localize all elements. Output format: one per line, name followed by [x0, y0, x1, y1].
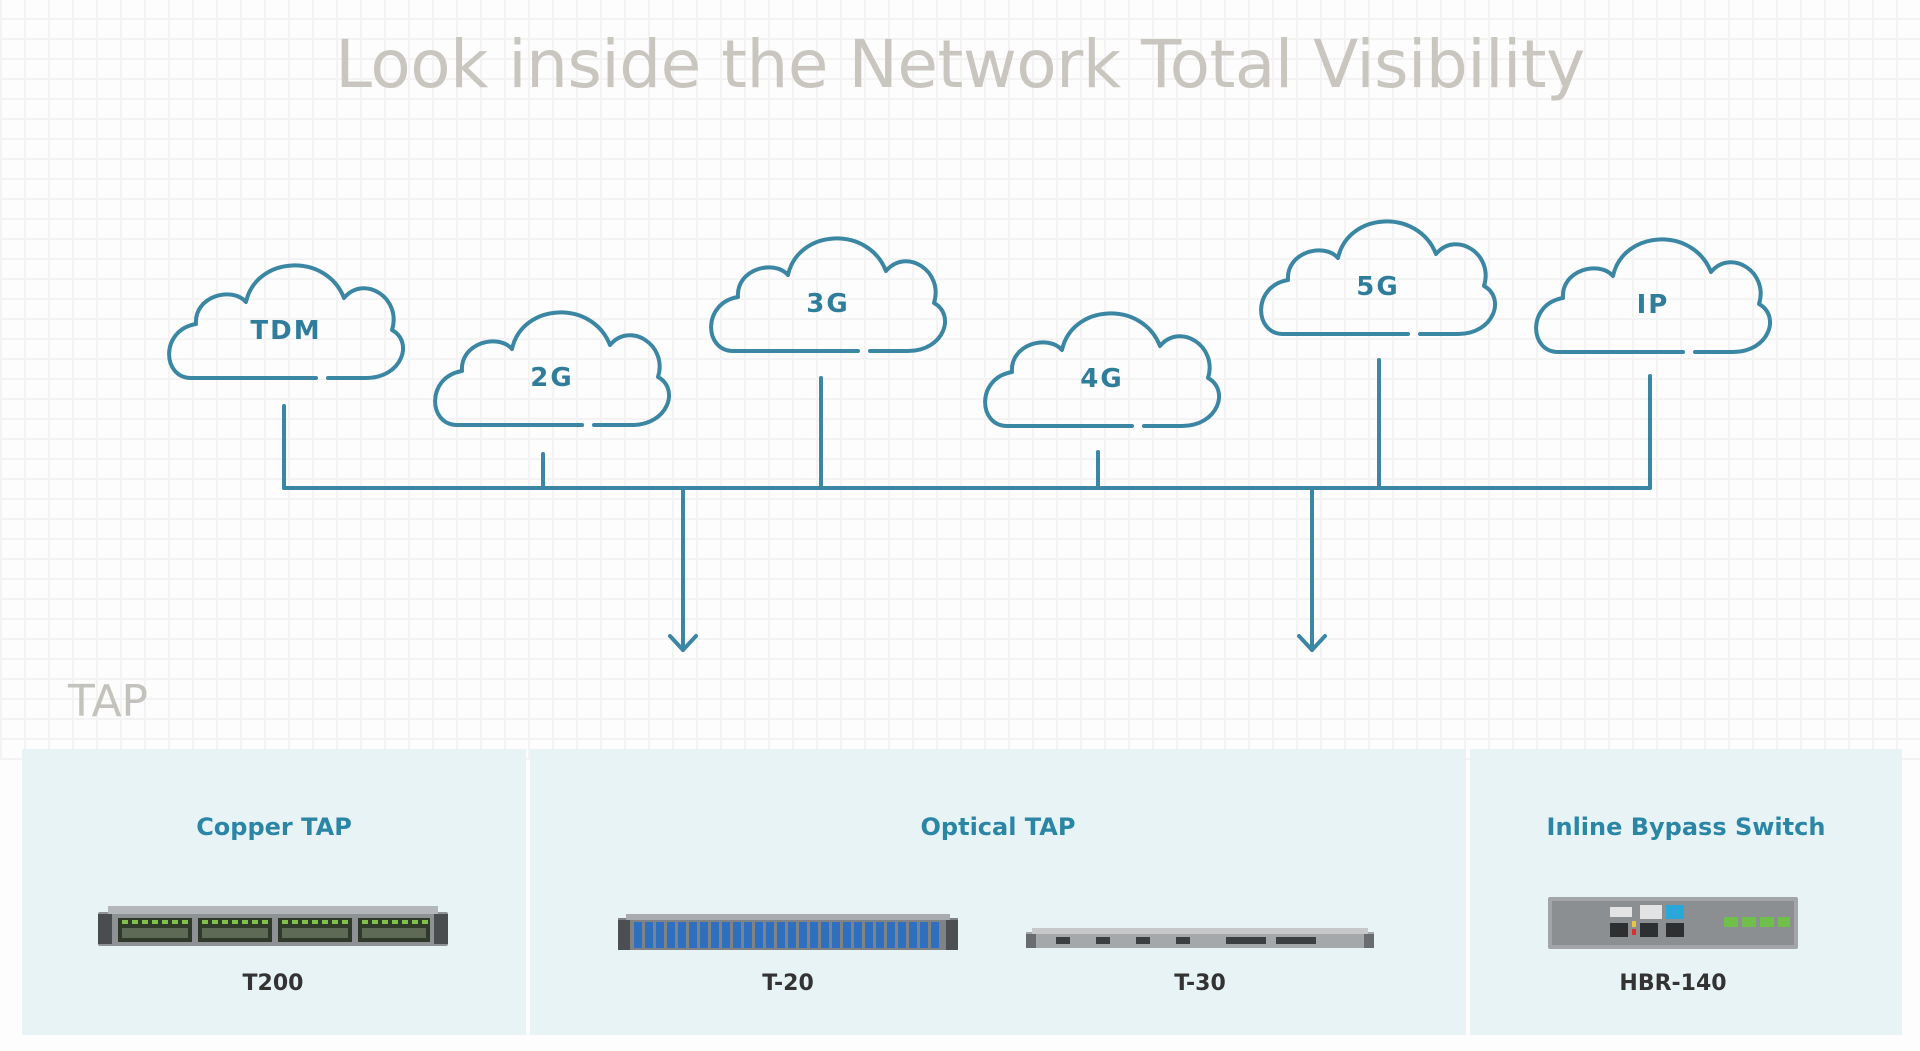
cloud-label-ip: IP — [1637, 290, 1670, 320]
model-label-t20: T-20 — [762, 971, 814, 996]
model-label-hbr140: HBR-140 — [1619, 971, 1727, 996]
cloud-label-2g: 2G — [530, 363, 573, 393]
cloud-tdm: TDM — [167, 263, 406, 380]
arrow-right-head — [1297, 634, 1327, 652]
section-label-tap: TAP — [68, 676, 149, 727]
cloud-5g: 5G — [1259, 219, 1498, 336]
cloud-4g: 4G — [983, 311, 1222, 428]
cloud-label-4g: 4G — [1080, 364, 1123, 394]
device-t30-image — [1026, 928, 1374, 948]
device-t200-image — [98, 906, 448, 946]
arrow-left-head — [668, 634, 698, 652]
model-label-t30: T-30 — [1174, 971, 1226, 996]
page-title: Look inside the Network Total Visibility — [335, 26, 1585, 103]
device-hbr140-image — [1548, 897, 1798, 949]
cloud-label-tdm: TDM — [250, 316, 321, 346]
cloud-label-5g: 5G — [1356, 272, 1399, 302]
network-diagram: TDM 2G 3G 4G 5G IP — [167, 219, 1773, 652]
panel-title-optical: Optical TAP — [920, 813, 1076, 841]
panel-title-copper: Copper TAP — [196, 813, 352, 841]
cloud-label-3g: 3G — [806, 289, 849, 319]
cloud-3g: 3G — [709, 236, 948, 353]
panel-title-bypass: Inline Bypass Switch — [1546, 813, 1826, 841]
panel-inline-bypass-switch: Inline Bypass Switch HBR-140 — [1470, 749, 1902, 1035]
cloud-ip: IP — [1534, 237, 1773, 354]
model-label-t200: T200 — [242, 971, 304, 996]
cloud-2g: 2G — [433, 310, 672, 427]
panel-optical-tap: Optical TAP T-20 T-30 — [530, 749, 1466, 1035]
device-t20-image — [618, 914, 958, 950]
panel-copper-tap: Copper TAP — [22, 749, 526, 1035]
